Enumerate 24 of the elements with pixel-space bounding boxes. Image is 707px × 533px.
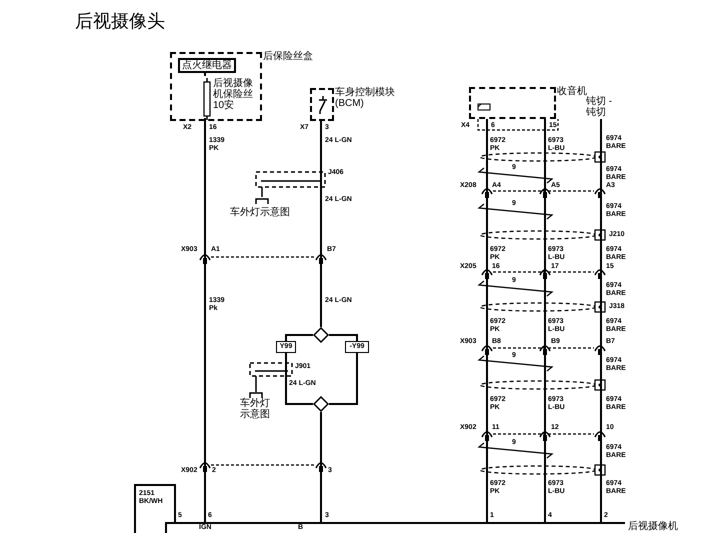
component-label: 后视摄像机 xyxy=(628,521,678,532)
wire xyxy=(134,484,176,533)
fuse-label: 后视摄像机保险丝 xyxy=(213,78,254,100)
diagram-title: 后视摄像头 xyxy=(75,10,165,32)
wire xyxy=(320,121,322,327)
wire xyxy=(600,119,602,522)
splice-diamond xyxy=(313,396,329,412)
wire xyxy=(329,334,358,341)
component-label: 收音机 xyxy=(557,86,587,97)
relay-box: 点火继电器 xyxy=(178,58,236,73)
wire-end-label: 钝切 - 钝切 xyxy=(586,96,616,119)
wire xyxy=(544,119,546,522)
wire xyxy=(329,353,358,405)
wire xyxy=(204,118,206,522)
wire xyxy=(320,412,322,522)
wire xyxy=(285,353,313,405)
splice-diamond xyxy=(313,327,329,343)
component-label: 车身控制模块 (BCM) xyxy=(335,87,396,109)
wire xyxy=(285,334,313,341)
reference-label: 车外灯示意图 xyxy=(230,207,290,218)
component-label: 后保险丝盒 xyxy=(263,51,313,62)
fuse-label: 10安 xyxy=(213,100,236,111)
wire xyxy=(486,119,488,522)
reference-label: 车外灯示意图 xyxy=(240,398,271,420)
